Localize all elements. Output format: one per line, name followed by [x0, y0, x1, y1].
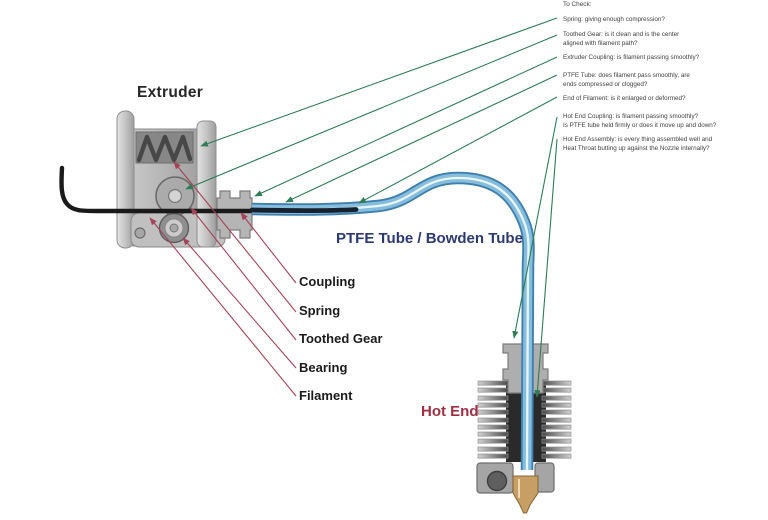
filament-in-tube: [249, 207, 359, 214]
heatsink-fin: [477, 409, 509, 415]
hot-end-label: Hot End: [421, 403, 479, 420]
heatsink-fin: [477, 402, 509, 408]
annotation-line-toothed-gear: [185, 34, 558, 190]
label-line-spring: [173, 161, 297, 313]
ptfe-tube-label: PTFE Tube / Bowden Tube: [336, 230, 523, 247]
heatsink-fin: [477, 424, 509, 430]
annotation-line-end-of-filament: [358, 96, 558, 204]
heatsink-fin: [541, 380, 572, 386]
heatsink-fin: [541, 453, 572, 459]
heatsink-fin: [477, 431, 509, 437]
checklist-item: Extruder Coupling: is filament passing s…: [563, 54, 700, 61]
annotation-line-hot-end-assembly: [534, 138, 558, 398]
extruder-coupling-graphic: [216, 190, 253, 239]
heatsink-fin: [541, 438, 572, 444]
spring-graphic: [136, 134, 193, 163]
checklist-annotation-lines: [185, 17, 558, 398]
checklist-item: Spring: giving enough compression?: [563, 16, 665, 23]
checklist-title: To Check:: [563, 1, 592, 8]
heatsink-fin: [477, 387, 509, 393]
heatsink-fin: [541, 387, 572, 393]
label-line-bearing: [182, 237, 297, 369]
part-label-bearing: Bearing: [299, 360, 348, 375]
gear-hub: [168, 189, 183, 204]
checklist-item: Toothed Gear: is it clean and is the cen…: [563, 31, 680, 48]
annotation-line-spring: [200, 17, 558, 147]
heatsink-fin: [541, 402, 572, 408]
bearing-center: [169, 223, 179, 233]
heatsink-fin: [477, 380, 509, 386]
heatsink-fin: [477, 438, 509, 444]
heatsink-fin: [541, 395, 572, 401]
checklist-item: PTFE Tube: does filament pass smoothly, …: [563, 72, 690, 89]
heatsink-fin: [541, 409, 572, 415]
heatsink-fin: [541, 446, 572, 452]
part-annotation-lines: [149, 161, 297, 397]
heatsink-fin: [541, 417, 572, 423]
annotation-line-extruder-coupling: [254, 56, 558, 197]
checklist-item: End of Filament: is it enlarged or defor…: [563, 95, 686, 102]
heatsink-fins-left: [477, 380, 509, 459]
heatsink-fins-right: [541, 380, 572, 459]
heatsink-fin: [477, 446, 509, 452]
filament-graphic: [59, 165, 254, 214]
nozzle-graphic: [512, 475, 539, 514]
checklist-item: Hot End Coupling: is filament passing sm…: [563, 113, 717, 130]
heatsink-fin: [477, 417, 509, 423]
heatsink-fin: [541, 424, 572, 430]
annotation-line-hot-end-coupling: [512, 116, 558, 339]
plate-screw: [134, 227, 146, 239]
hot-end-assembly: [476, 343, 572, 494]
extruder-left-arm: [116, 110, 135, 249]
annotation-line-ptfe-tube: [285, 74, 558, 203]
part-label-coupling: Coupling: [299, 274, 356, 289]
heatsink-fin: [477, 453, 509, 459]
heatsink-fin: [541, 431, 572, 437]
checklist-item: Hot End Assembly: is every thing assembl…: [563, 136, 713, 153]
label-line-coupling: [240, 212, 297, 284]
extruder-assembly: [116, 110, 253, 249]
heater-cartridge: [486, 470, 508, 492]
label-line-toothed-gear: [190, 207, 297, 341]
part-label-toothed-gear: Toothed Gear: [299, 331, 383, 346]
ptfe-tube-graphic: [249, 171, 535, 471]
extruder-label: Extruder: [137, 84, 204, 101]
heatsink-fin: [477, 395, 509, 401]
part-label-filament: Filament: [299, 388, 353, 403]
part-label-spring: Spring: [299, 303, 341, 318]
label-line-filament: [149, 217, 297, 397]
